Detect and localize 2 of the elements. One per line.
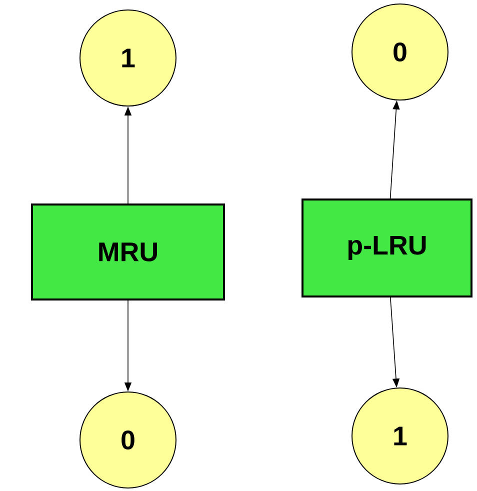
label-box: p-LRU [302, 198, 472, 298]
label-box: MRU [31, 204, 225, 300]
